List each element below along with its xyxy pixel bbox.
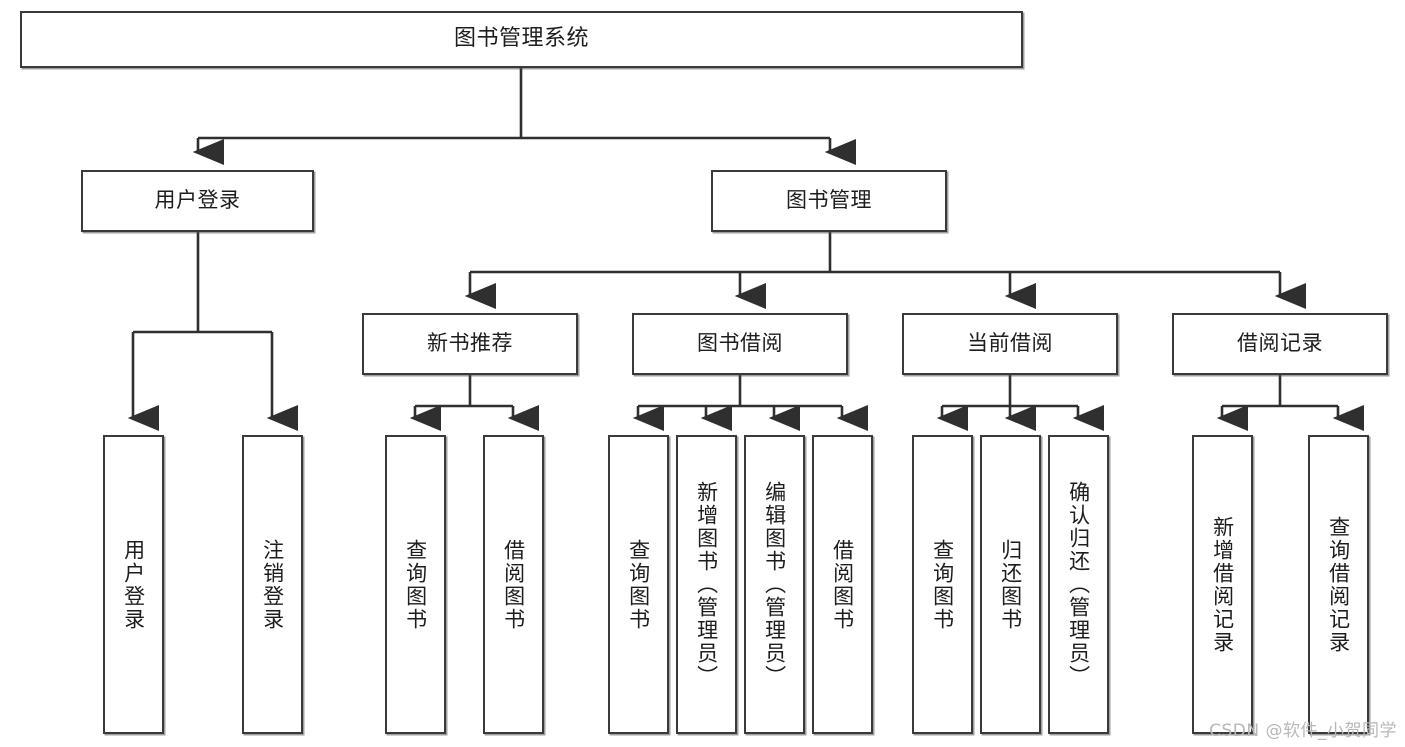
node-user-login[interactable]: 用户登录	[81, 170, 314, 232]
node-leaf-confirm-return-label: 确认归还（管理员）	[1066, 481, 1091, 688]
node-leaf-query-book-3[interactable]: 查询图书	[912, 435, 973, 734]
node-leaf-query-book-1[interactable]: 查询图书	[385, 435, 446, 734]
node-leaf-return-book-label: 归还图书	[998, 538, 1023, 631]
node-leaf-query-book-1-label: 查询图书	[403, 538, 428, 631]
watermark-text: CSDN @软件_小贺同学	[1209, 721, 1397, 741]
node-leaf-query-book-3-label: 查询图书	[930, 538, 955, 631]
node-leaf-user-login-label: 用户登录	[121, 538, 146, 631]
node-leaf-borrow-book-1-label: 借阅图书	[501, 538, 526, 631]
node-leaf-edit-book-label: 编辑图书（管理员）	[762, 481, 787, 688]
node-leaf-borrow-book-2[interactable]: 借阅图书	[812, 435, 873, 734]
node-leaf-return-book[interactable]: 归还图书	[980, 435, 1041, 734]
node-leaf-borrow-book-1[interactable]: 借阅图书	[483, 435, 544, 734]
node-book-borrow-label: 图书借阅	[697, 331, 783, 356]
node-leaf-query-book-2[interactable]: 查询图书	[608, 435, 669, 734]
node-leaf-add-record-label: 新增借阅记录	[1210, 515, 1235, 654]
node-leaf-edit-book[interactable]: 编辑图书（管理员）	[744, 435, 805, 734]
node-leaf-query-book-2-label: 查询图书	[626, 538, 651, 631]
node-new-book-recommend[interactable]: 新书推荐	[362, 313, 578, 375]
node-leaf-add-book-label: 新增图书（管理员）	[694, 481, 719, 688]
node-leaf-user-login[interactable]: 用户登录	[103, 435, 164, 734]
node-root-label: 图书管理系统	[453, 26, 589, 52]
node-borrow-record[interactable]: 借阅记录	[1172, 313, 1388, 375]
node-root[interactable]: 图书管理系统	[20, 11, 1023, 68]
node-leaf-borrow-book-2-label: 借阅图书	[830, 538, 855, 631]
node-book-borrow[interactable]: 图书借阅	[632, 313, 848, 375]
node-book-manage[interactable]: 图书管理	[711, 170, 947, 232]
node-leaf-query-record-label: 查询借阅记录	[1326, 515, 1351, 654]
node-current-borrow-label: 当前借阅	[967, 331, 1053, 356]
node-new-book-recommend-label: 新书推荐	[427, 331, 513, 356]
node-leaf-add-book[interactable]: 新增图书（管理员）	[676, 435, 737, 734]
node-leaf-user-logout[interactable]: 注销登录	[242, 435, 303, 734]
node-leaf-user-logout-label: 注销登录	[260, 538, 285, 631]
node-leaf-add-record[interactable]: 新增借阅记录	[1192, 435, 1253, 734]
node-book-manage-label: 图书管理	[786, 188, 872, 213]
node-borrow-record-label: 借阅记录	[1237, 331, 1323, 356]
node-user-login-label: 用户登录	[154, 188, 241, 213]
node-leaf-query-record[interactable]: 查询借阅记录	[1308, 435, 1369, 734]
node-leaf-confirm-return[interactable]: 确认归还（管理员）	[1048, 435, 1109, 734]
node-current-borrow[interactable]: 当前借阅	[902, 313, 1118, 375]
